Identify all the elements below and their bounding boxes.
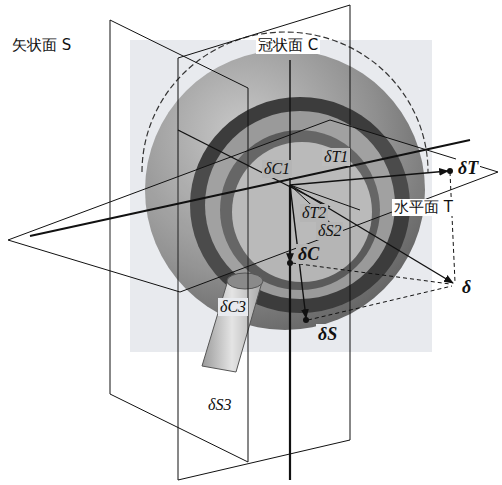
angle-label: δS2 bbox=[316, 222, 343, 240]
angle-label: δC3 bbox=[218, 298, 248, 316]
angle-label: δC1 bbox=[262, 160, 292, 178]
angle-label: δS3 bbox=[206, 396, 233, 414]
angle-label: δT2 bbox=[300, 204, 328, 222]
plane-label: 水平面 T bbox=[392, 199, 455, 216]
vector-label: δT bbox=[456, 158, 480, 178]
vector-label: δ bbox=[460, 277, 473, 297]
angle-label: δT1 bbox=[322, 148, 350, 166]
vector-label: δS bbox=[316, 324, 339, 344]
plane-label: 矢状面 S bbox=[10, 37, 73, 54]
vector-label: δC bbox=[296, 244, 321, 264]
plane-label: 冠状面 C bbox=[256, 37, 320, 54]
